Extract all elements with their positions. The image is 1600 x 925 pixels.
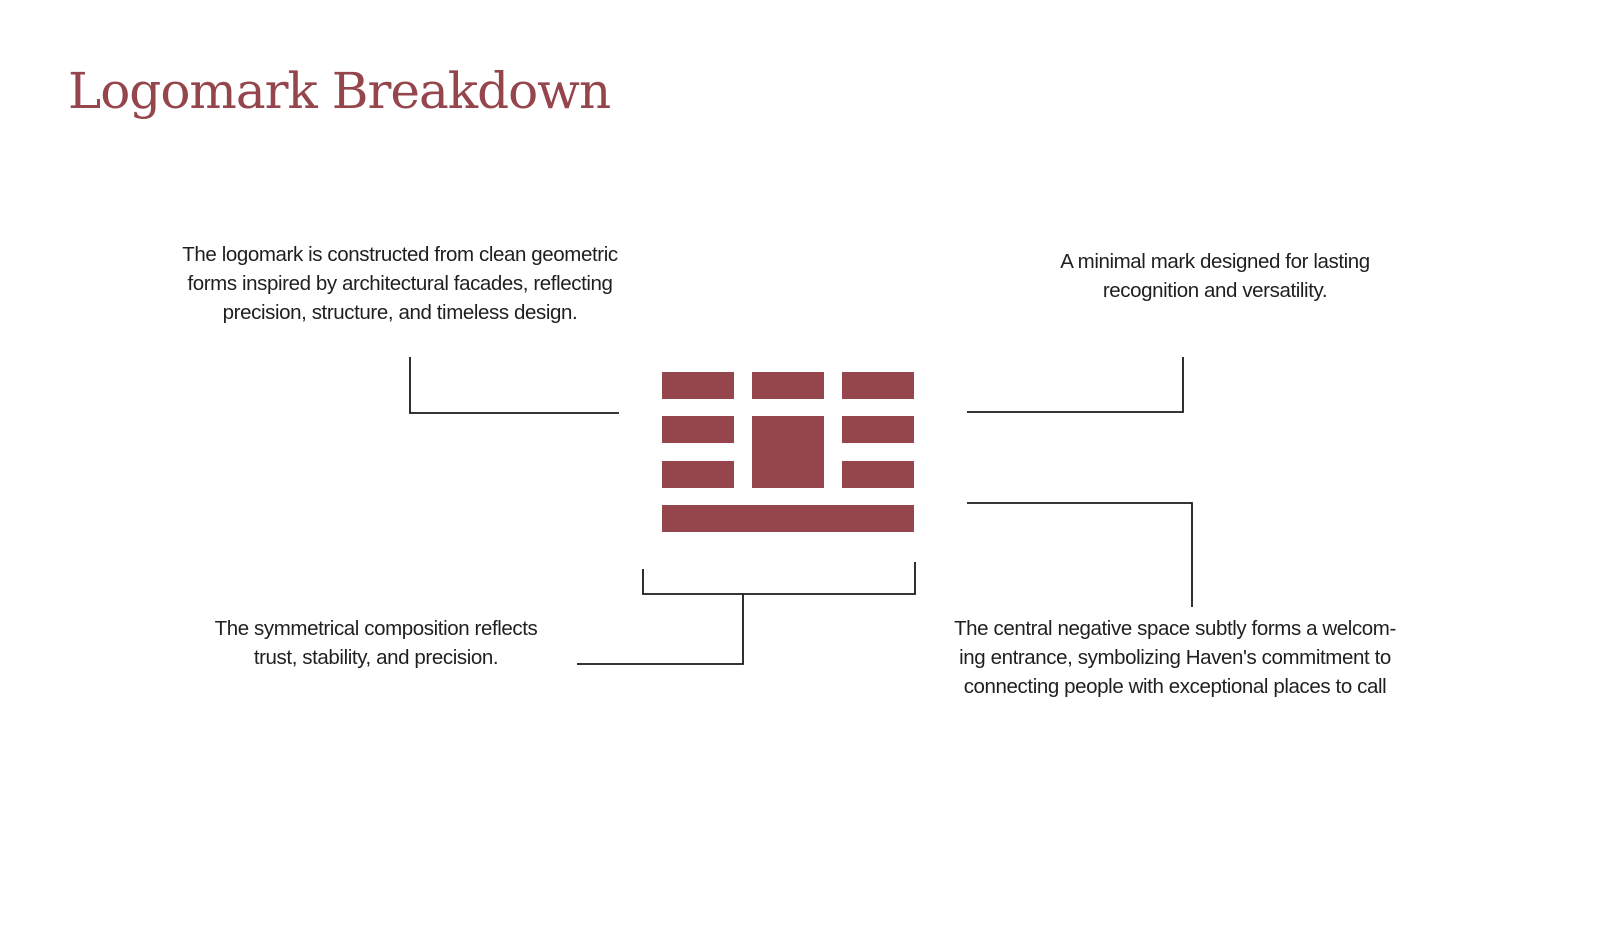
logomark-bar-top-right (842, 372, 914, 399)
leader-line-top-left (409, 357, 619, 414)
page-title: Logomark Breakdown (68, 62, 611, 120)
callout-line: forms inspired by architectural facades,… (187, 272, 613, 295)
leader-line-bottom-right (967, 502, 1193, 607)
leader-line-top-right (967, 357, 1184, 413)
callout-line: The central negative space subtly forms … (954, 617, 1396, 640)
callout-symmetrical-composition: The symmetrical composition reflects tru… (186, 614, 566, 672)
logomark-bar-middle-left (662, 416, 734, 443)
callout-line: recognition and versatility. (1102, 279, 1328, 302)
callout-line: A minimal mark designed for lasting (1060, 250, 1370, 273)
logomark (662, 372, 914, 532)
logomark-bar-lower-right (842, 461, 914, 488)
callout-line: The logomark is constructed from clean g… (182, 243, 618, 266)
callout-line: The symmetrical composition reflects (214, 617, 538, 640)
logomark-bar-lower-left (662, 461, 734, 488)
callout-geometric-forms: The logomark is constructed from clean g… (160, 240, 640, 327)
logomark-bar-top-center (752, 372, 824, 399)
callout-minimal-mark: A minimal mark designed for lasting reco… (1015, 247, 1415, 305)
logomark-bar-top-left (662, 372, 734, 399)
bracket-logomark-width (642, 562, 916, 595)
callout-negative-space: The central negative space subtly forms … (930, 614, 1420, 701)
callout-line: trust, stability, and precision. (253, 646, 499, 669)
leader-line-bottom-left (577, 594, 744, 665)
logomark-base-bar (662, 505, 914, 532)
callout-line: precision, structure, and timeless desig… (222, 301, 578, 324)
logomark-bar-middle-right (842, 416, 914, 443)
callout-line: ing entrance, symbolizing Haven's commit… (959, 646, 1391, 669)
callout-line: connecting people with exceptional place… (963, 675, 1387, 698)
logomark-center-block (752, 416, 824, 488)
